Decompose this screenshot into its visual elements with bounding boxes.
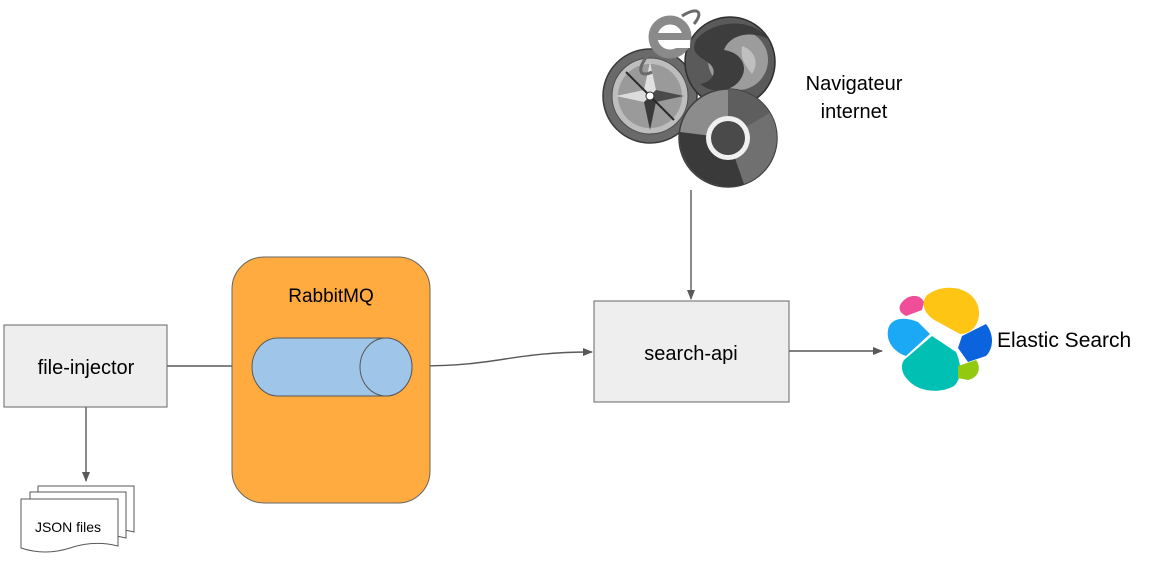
rabbitmq-label: RabbitMQ [288, 286, 374, 307]
json-files-label: JSON files [35, 519, 101, 535]
search-api-label: search-api [644, 343, 737, 365]
search-api-node: search-api [593, 300, 790, 403]
safari-icon [602, 48, 698, 144]
browser-logos-icon [602, 9, 778, 188]
rabbitmq-node: RabbitMQ [231, 256, 431, 504]
edge-rabbitmq-to-search-api [417, 348, 593, 367]
file-injector-node: file-injector [3, 324, 168, 408]
chrome-icon [678, 88, 778, 188]
elastic-label: Elastic Search [997, 329, 1131, 352]
browser-label-line1: Navigateur [806, 73, 903, 95]
queue-cylinder-icon [251, 337, 413, 397]
browser-label-line2: internet [821, 101, 888, 123]
file-injector-label: file-injector [38, 357, 135, 379]
elasticsearch-logo-icon [887, 287, 992, 391]
firefox-icon [684, 16, 776, 108]
stacked-documents-icon: JSON files [20, 485, 135, 553]
internet-explorer-icon [639, 9, 701, 76]
